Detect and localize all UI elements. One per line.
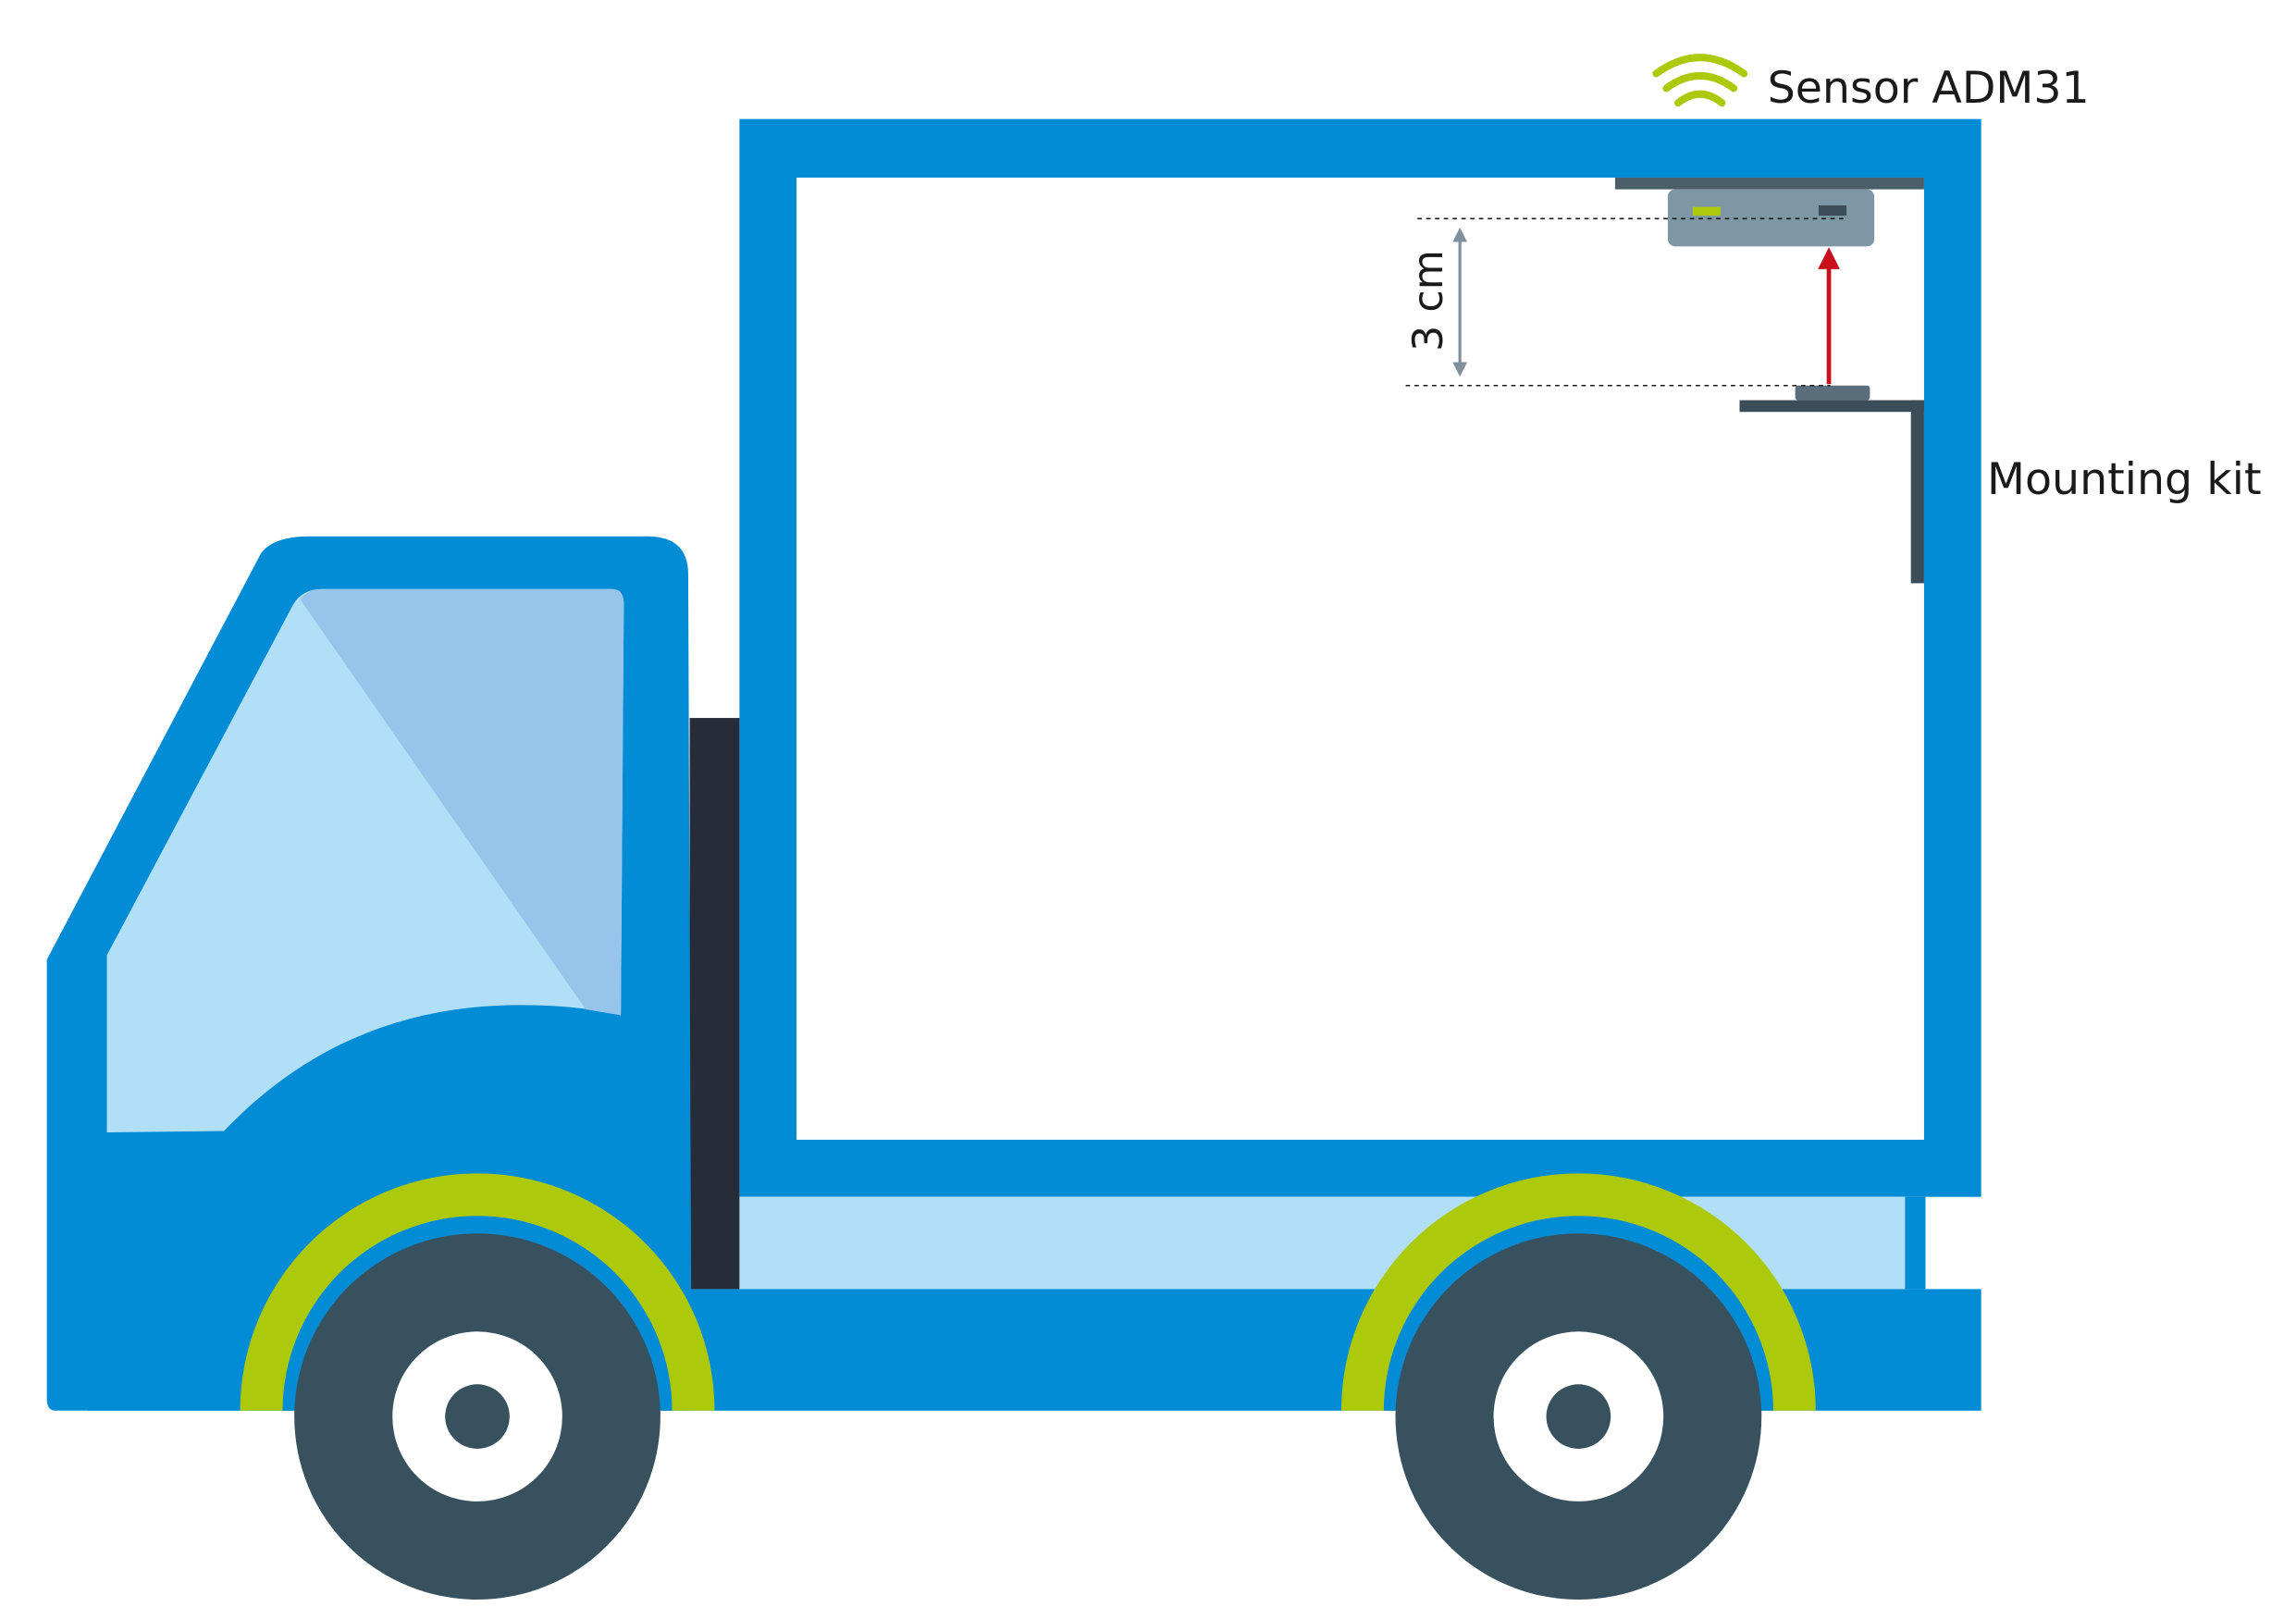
cargo-box-interior xyxy=(796,177,1924,1140)
front-wheel xyxy=(240,1173,715,1600)
cab-box-connector xyxy=(689,718,740,1290)
rear-hub xyxy=(1546,1384,1611,1449)
distance-dimension: 3 cm xyxy=(1405,217,1845,387)
sensor-led xyxy=(1692,206,1721,216)
sensor-port xyxy=(1818,205,1847,216)
front-hub xyxy=(445,1384,510,1449)
mounting-bracket-horizontal xyxy=(1739,400,1924,413)
ceiling-plate xyxy=(1614,177,1924,190)
mounting-kit xyxy=(1739,385,1924,584)
mounting-kit-label: Mounting kit xyxy=(1987,454,2262,505)
sensor-label: Sensor ADM31 xyxy=(1768,63,2090,114)
distance-label: 3 cm xyxy=(1405,250,1452,352)
mounting-magnet xyxy=(1795,385,1870,401)
rear-wheel xyxy=(1340,1173,1816,1600)
wireless-signal-icon xyxy=(1652,54,1748,107)
cab-window-shade xyxy=(300,588,624,1016)
chassis-rear-post xyxy=(1905,1196,1926,1290)
mounting-bracket-vertical xyxy=(1910,400,1924,584)
